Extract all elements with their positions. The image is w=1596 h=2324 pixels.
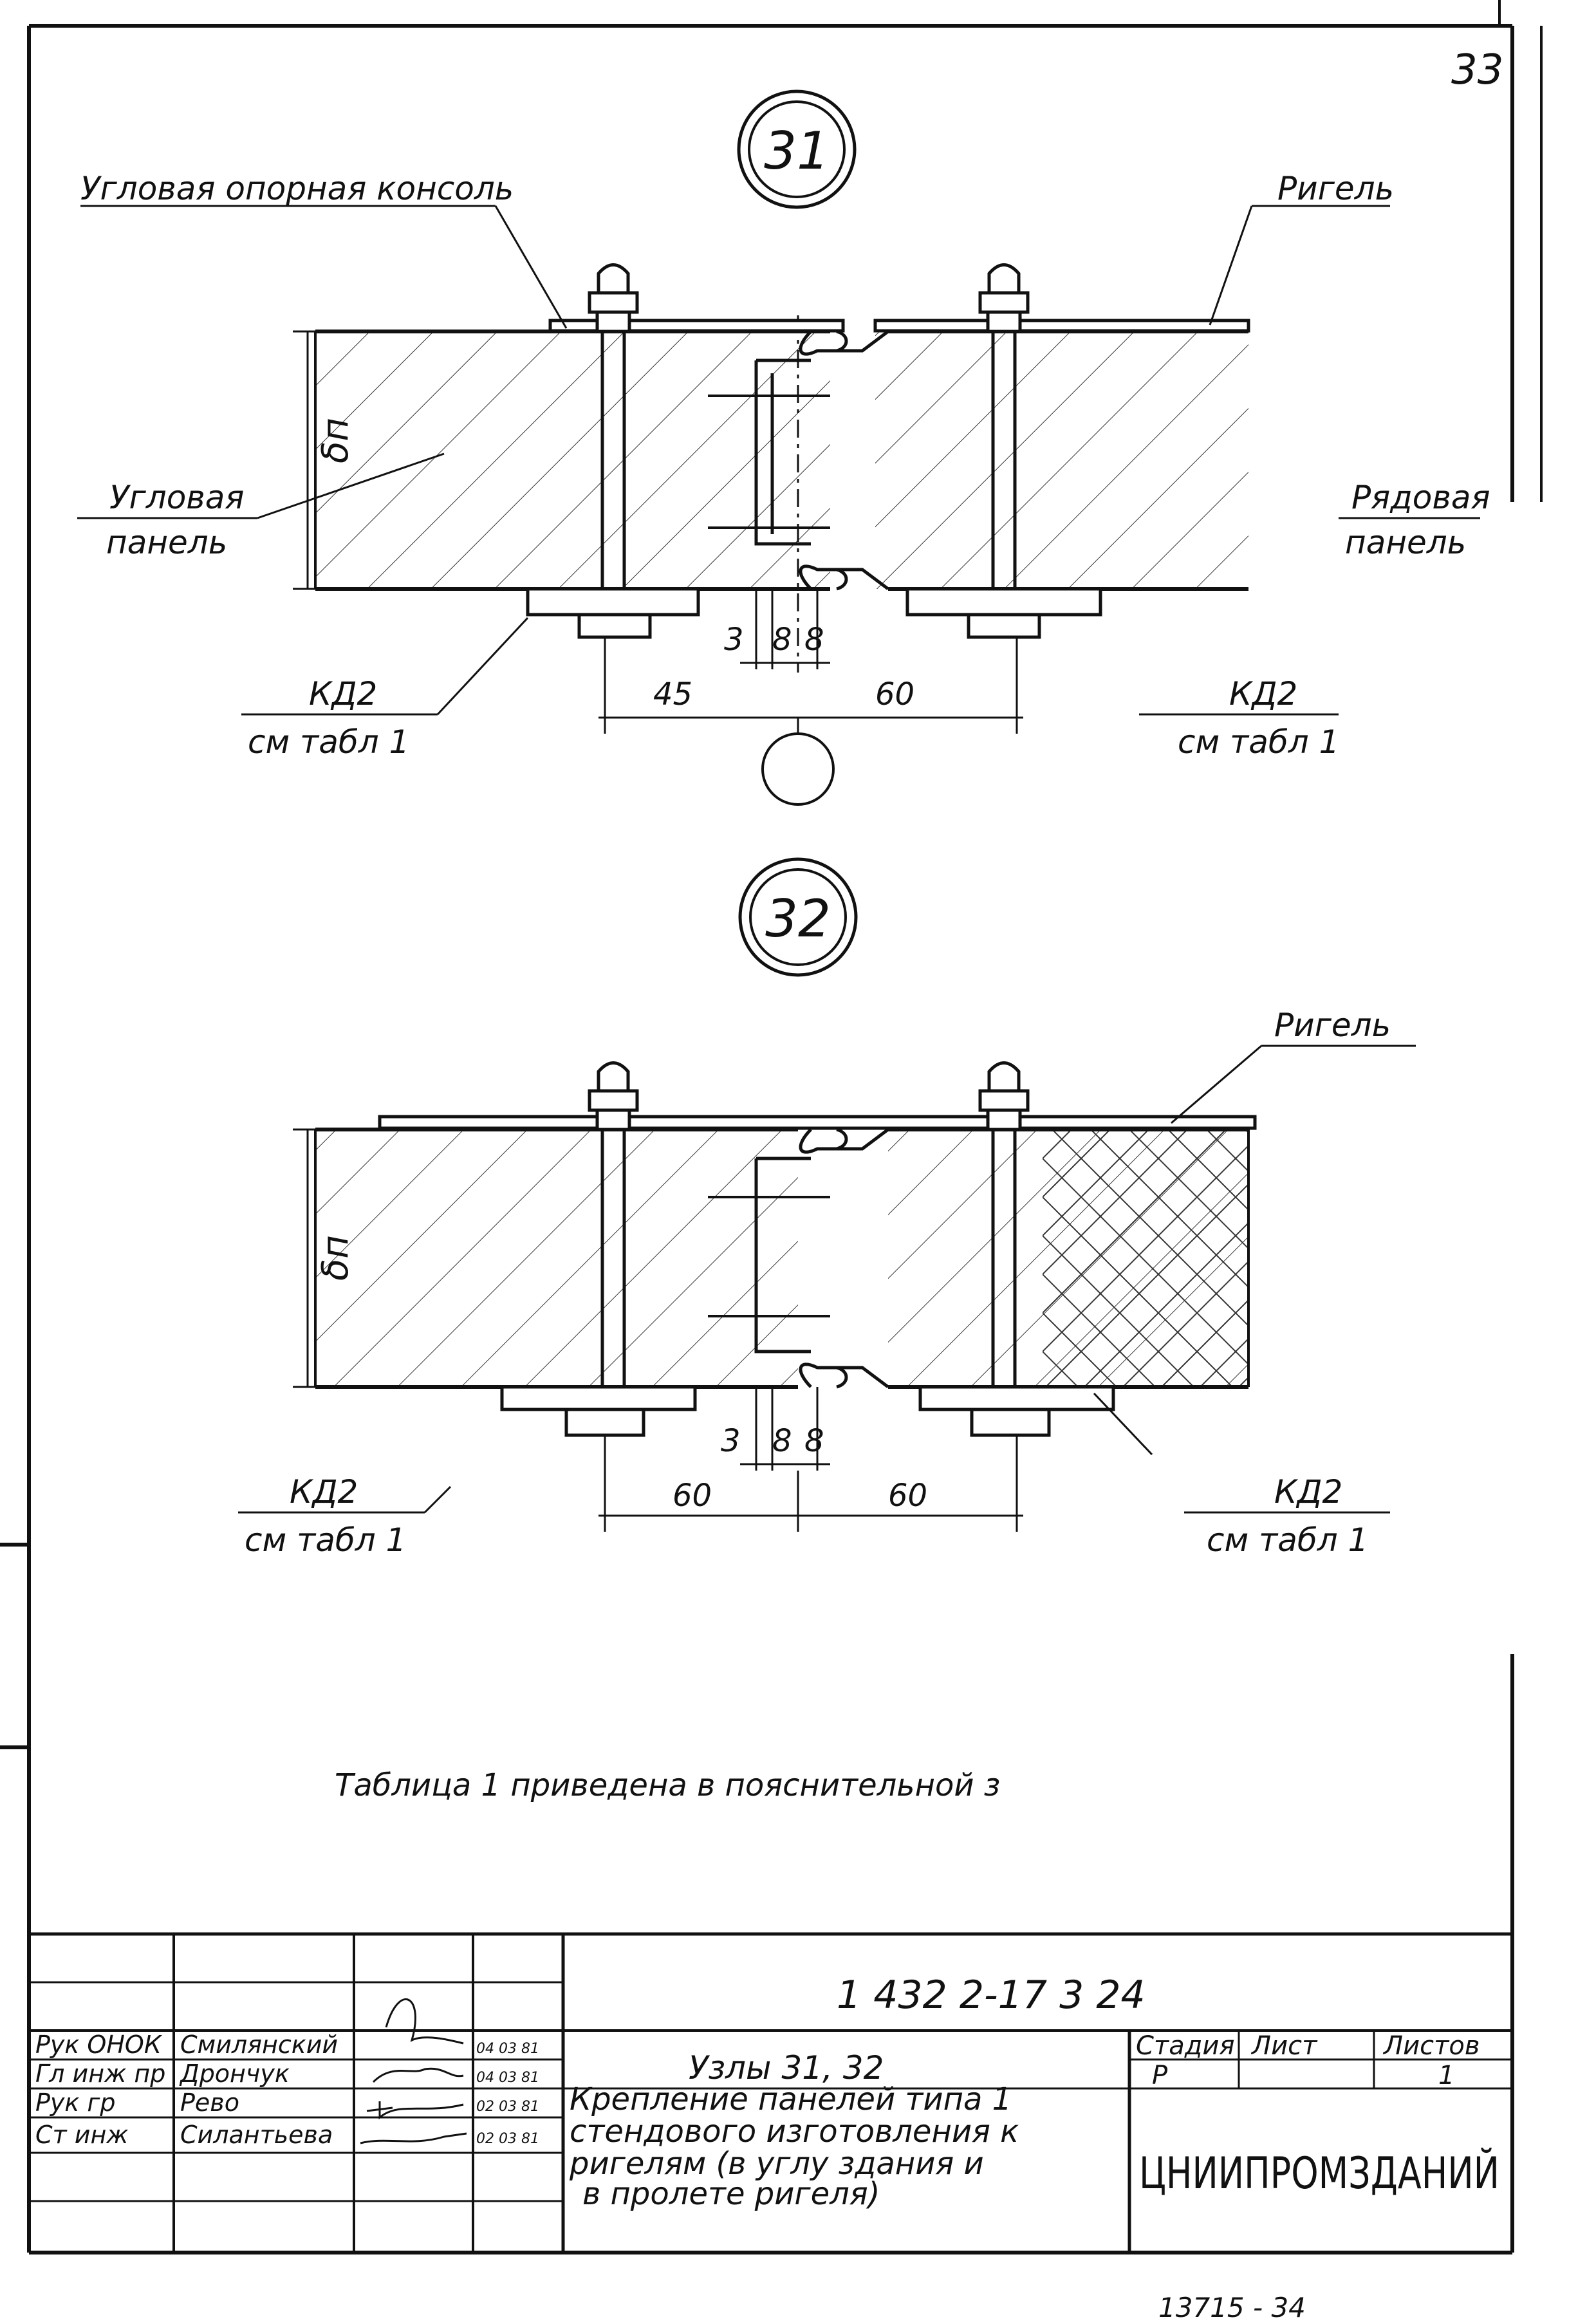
dim-right: 60: [875, 676, 914, 712]
kd-left-bottom: см табл 1: [245, 1521, 406, 1559]
thickness-dimension: [293, 1128, 360, 1388]
row-date: 02 03 81: [476, 2131, 539, 2147]
section-marker-circle: [761, 732, 835, 806]
kd-right-top: КД2: [1274, 1473, 1342, 1511]
node-number-32: 32: [765, 889, 831, 949]
label-girder: Ригель: [1274, 1007, 1391, 1044]
thickness-dimension: [293, 330, 360, 590]
label-corner-panel-line1: Угловая: [109, 479, 244, 516]
label-row-panel-line2: панель: [1345, 524, 1466, 561]
panel-joint: [708, 1128, 889, 1389]
girder-plate: [548, 319, 1250, 333]
label-girder: Ригель: [1277, 170, 1394, 207]
left-panel: [314, 1128, 798, 1389]
dimension-lines: [598, 589, 1023, 734]
dim-3: 3: [724, 622, 744, 658]
row-date: 04 03 81: [476, 2070, 539, 2086]
kd-right-bottom: см табл 1: [1178, 723, 1339, 761]
title-block: [29, 1932, 1512, 2253]
row-name: Рево: [180, 2088, 239, 2117]
label-corner-bracket: Угловая опорная консоль: [80, 170, 514, 207]
row-date: 02 03 81: [476, 2099, 539, 2115]
signatures: [360, 1998, 467, 2144]
organization: ЦНИИПРОМЗДАНИЙ: [1139, 2148, 1499, 2199]
dim-left: 60: [673, 1478, 712, 1514]
page-number: 33: [1451, 46, 1503, 94]
title-line5: в пролете ригеля): [582, 2176, 880, 2212]
row-role: Ст инж: [35, 2121, 129, 2149]
drawing-title: Узлы 31, 32 Крепление панелей типа 1 сте…: [569, 2049, 1019, 2212]
node-number-31: 31: [764, 121, 830, 181]
stage-header: Стадия: [1136, 2031, 1234, 2061]
row-role: Рук ОНОК: [35, 2031, 163, 2059]
leader-lines: [238, 1045, 1416, 1514]
kd-left-top: КД2: [309, 675, 377, 712]
title-line3: стендового изготовления к: [570, 2114, 1019, 2150]
kd-right-top: КД2: [1229, 675, 1297, 712]
anchor-bolt-right: [970, 1061, 1051, 1437]
sheets-header: Листов: [1382, 2031, 1480, 2061]
sheet-frame: [0, 0, 1543, 2254]
title-line1: Узлы 31, 32: [689, 2049, 884, 2087]
label-corner-panel-line2: панель: [106, 524, 227, 561]
node-number-circle: [738, 857, 858, 977]
dim-8a: 8: [772, 1423, 792, 1459]
row-role: Гл инж пр: [35, 2059, 165, 2088]
kd-left-top: КД2: [290, 1473, 358, 1511]
detail-31: 31: [77, 89, 1490, 806]
dim-3: 3: [721, 1423, 741, 1459]
row-name: Смилянский: [180, 2031, 338, 2059]
panel-joint: [708, 315, 889, 673]
dim-8b: 8: [804, 622, 824, 658]
right-panel-insulated: [888, 1128, 1250, 1389]
label-row-panel-line1: Рядовая: [1351, 479, 1490, 516]
bracket-kd2-right: [905, 587, 1102, 617]
row-name: Дрончук: [179, 2059, 290, 2088]
table-note: Таблица 1 приведена в пояснительной з: [335, 1767, 1000, 1803]
dim-right: 60: [888, 1478, 927, 1514]
row-role: Рук гр: [35, 2088, 116, 2117]
bracket-kd2-left: [500, 1385, 697, 1411]
corner-panel: [314, 330, 830, 591]
thickness-symbol: δп: [315, 1235, 357, 1281]
node-number-circle: [737, 89, 857, 209]
row-panel: [875, 330, 1248, 591]
leader-lines: [77, 205, 1480, 716]
bracket-kd2-right: [918, 1385, 1115, 1411]
kd-left-bottom: см табл 1: [248, 723, 409, 761]
sheet-header: Лист: [1250, 2031, 1318, 2061]
stage-value: Р: [1152, 2061, 1168, 2090]
thickness-symbol: δп: [315, 418, 357, 463]
row-name: Силантьева: [180, 2121, 333, 2149]
archive-number: 13715 - 34: [1158, 2292, 1306, 2323]
detail-32: 32: [238, 857, 1416, 1559]
girder-plate: [378, 1115, 1257, 1130]
title-line4: ригелям (в углу здания и: [569, 2146, 984, 2182]
bracket-kd2-left: [526, 587, 700, 617]
dim-8b: 8: [804, 1423, 824, 1459]
sheets-value: 1: [1438, 2061, 1454, 2090]
title-line2: Крепление панелей типа 1: [570, 2081, 1012, 2117]
dimension-lines: [598, 1387, 1023, 1532]
kd-right-bottom: см табл 1: [1207, 1521, 1368, 1559]
dim-8a: 8: [772, 622, 792, 658]
dim-left: 45: [653, 676, 692, 712]
title-block-rows: Рук ОНОК Смилянский 04 03 81 Гл инж пр Д…: [35, 2031, 539, 2149]
document-code: 1 432 2-17 3 24: [837, 1973, 1146, 2018]
row-date: 04 03 81: [476, 2041, 539, 2057]
